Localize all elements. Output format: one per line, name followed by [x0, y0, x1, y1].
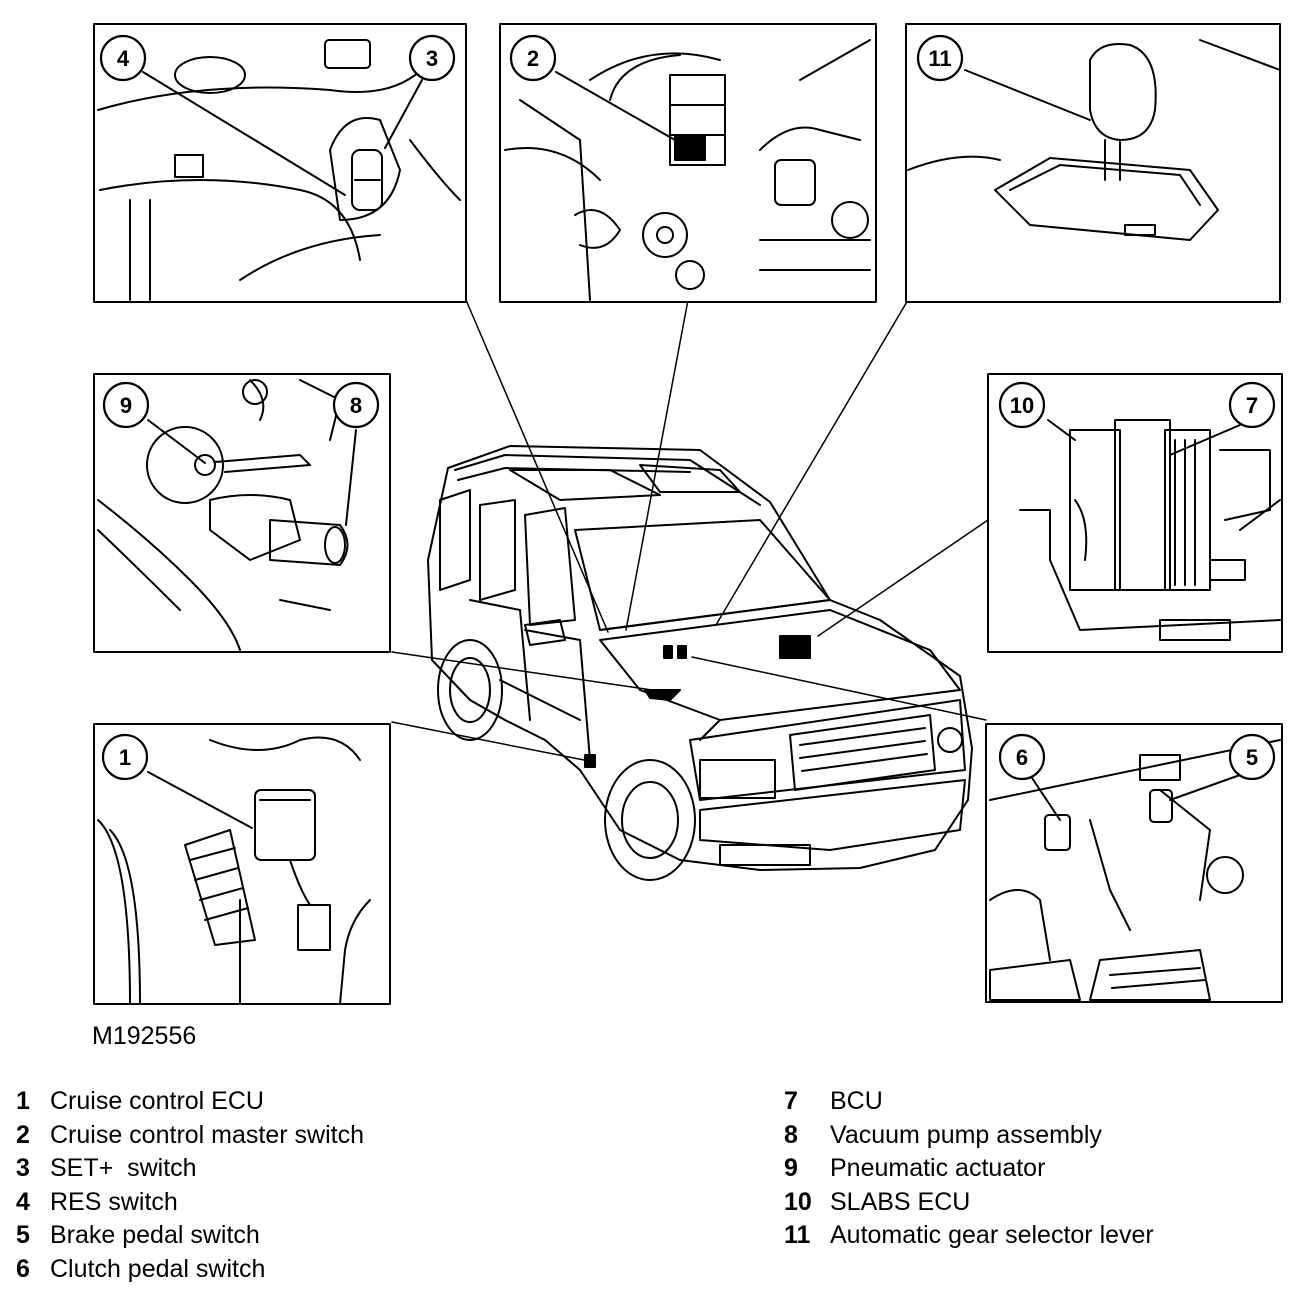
legend-label: Automatic gear selector lever [830, 1221, 1154, 1250]
inset-gear-selector [905, 23, 1281, 303]
callout-label-1: 1 [119, 745, 131, 770]
callout-circle-1 [101, 733, 149, 781]
leader-lines [391, 299, 989, 761]
component-location-diagram: 4 3 2 11 9 8 10 7 1 6 5 [93, 23, 1283, 1005]
figure-reference: M192556 [92, 1022, 197, 1050]
callout-label-6: 6 [1016, 745, 1028, 770]
legend-item: 1 Cruise control ECU [16, 1085, 364, 1119]
legend-label: BCU [830, 1087, 883, 1116]
legend-left: 1 Cruise control ECU 2 Cruise control mast… [16, 1085, 364, 1286]
legend-num: 7 [784, 1087, 798, 1116]
callout-label-9: 9 [120, 393, 132, 418]
legend-label: Vacuum pump assembly [830, 1120, 1102, 1149]
legend-num: 1 [16, 1087, 30, 1116]
legend-item: 9 Pneumatic actuator [784, 1152, 1154, 1186]
legend-item: 7 BCU [784, 1085, 1154, 1119]
legend-label: Cruise control ECU [50, 1087, 264, 1116]
callout-label-5: 5 [1246, 745, 1258, 770]
vehicle-illustration [427, 445, 973, 881]
legend-num: 10 [784, 1187, 812, 1216]
legend-num: 9 [784, 1154, 798, 1183]
callout-circle-5 [1228, 733, 1276, 781]
callout-circle-11 [916, 34, 964, 82]
callout-label-3: 3 [426, 46, 438, 71]
legend-label: RES switch [50, 1187, 178, 1216]
callout-markers [142, 69, 1241, 829]
callout-circle-7 [1228, 381, 1276, 429]
callout-circle-3 [408, 34, 456, 82]
legend-label: SLABS ECU [830, 1187, 971, 1216]
callout-circle-10 [998, 381, 1046, 429]
callout-circle-9 [102, 381, 150, 429]
callout-circle-6 [998, 733, 1046, 781]
legend-num: 8 [784, 1120, 798, 1149]
legend-num: 3 [16, 1154, 30, 1183]
legend-item: 5 Brake pedal switch [16, 1219, 364, 1253]
legend-item: 2 Cruise control master switch [16, 1119, 364, 1153]
callout-label-4: 4 [117, 46, 130, 71]
legend-label: Pneumatic actuator [830, 1154, 1046, 1183]
legend-item: 11 Automatic gear selector lever [784, 1219, 1154, 1253]
callout-label-8: 8 [350, 393, 362, 418]
legend-label: Cruise control master switch [50, 1120, 364, 1149]
callout-label-11: 11 [928, 46, 951, 71]
callout-label-2: 2 [527, 46, 539, 71]
legend-right: 7 BCU 8 Vacuum pump assembly 9 Pneumatic ac… [784, 1085, 1154, 1253]
inset-res-set-switches [93, 23, 467, 303]
legend-label: Brake pedal switch [50, 1221, 260, 1250]
callout-circle-8 [332, 381, 380, 429]
legend-num: 5 [16, 1221, 30, 1250]
legend-label: SET+ switch [50, 1154, 197, 1183]
legend-num: 11 [784, 1221, 811, 1250]
legend-num: 4 [16, 1187, 30, 1216]
inset-master-switch [499, 23, 877, 303]
legend-num: 2 [16, 1120, 30, 1149]
callout-label-7: 7 [1246, 393, 1258, 418]
legend-item: 8 Vacuum pump assembly [784, 1119, 1154, 1153]
legend-item: 3 SET+ switch [16, 1152, 364, 1186]
legend-num: 6 [16, 1254, 30, 1283]
callout-label-10: 10 [1010, 393, 1034, 418]
legend-label: Clutch pedal switch [50, 1254, 266, 1283]
legend-item: 6 Clutch pedal switch [16, 1253, 364, 1287]
legend-item: 10 SLABS ECU [784, 1186, 1154, 1220]
callout-circle-2 [509, 34, 557, 82]
legend-item: 4 RES switch [16, 1186, 364, 1220]
callout-circle-4 [99, 34, 147, 82]
